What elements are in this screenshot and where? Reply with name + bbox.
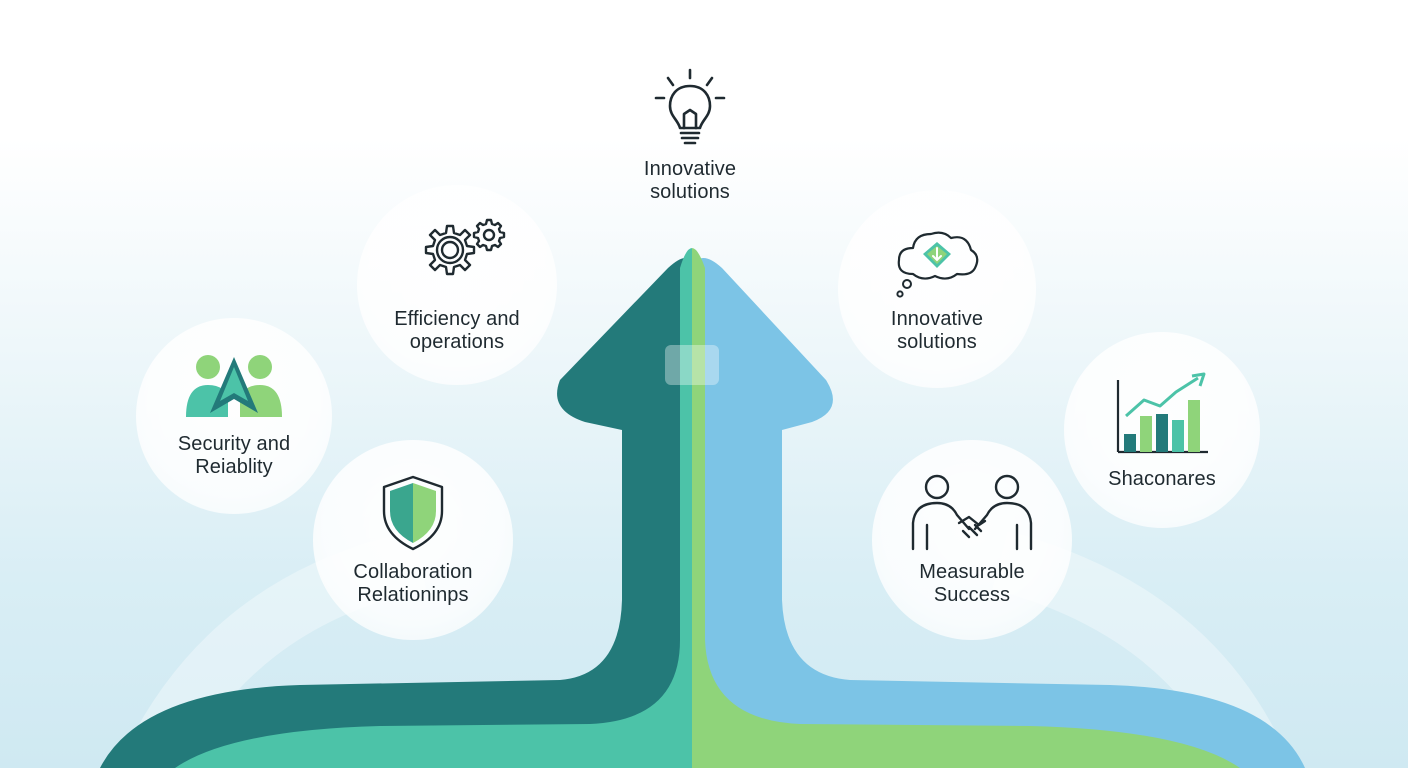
label-line: Measurable	[919, 561, 1025, 583]
node-security-reliability: Security and Reiablity	[136, 318, 332, 514]
label-line: Relationinps	[357, 584, 469, 606]
label-line: Collaboration	[353, 561, 473, 583]
label-line: solutions	[650, 181, 730, 203]
shield-icon	[382, 475, 444, 551]
node-efficiency-operations: Efficiency and operations	[357, 185, 557, 385]
handshake-icon	[911, 474, 1033, 551]
label-line: Innovative	[643, 158, 737, 180]
node-label: Collaboration Relationinps	[353, 561, 472, 607]
stream-green	[692, 248, 1240, 768]
label-line: Innovative	[890, 308, 984, 330]
label-line: Security and	[177, 433, 291, 455]
node-label: Efficiency and operations	[394, 308, 520, 354]
node-label: Shaconares	[1108, 468, 1216, 491]
node-label: Security and Reiablity	[178, 433, 290, 479]
label-line: solutions	[897, 331, 977, 353]
label-line: Shaconares	[1108, 467, 1216, 490]
node-label: Measurable Success	[919, 561, 1025, 607]
node-innovative-solutions-cloud: Innovative solutions	[838, 190, 1036, 388]
label-line: Success	[933, 584, 1011, 606]
node-measurable-success: Measurable Success	[872, 440, 1072, 640]
lightbulb-icon	[654, 68, 726, 145]
thought-cloud-icon	[896, 231, 979, 298]
bar-chart-growth-icon	[1116, 372, 1208, 453]
stream-highlight	[665, 345, 719, 385]
label-line: operations	[409, 331, 505, 353]
node-growth-chart: Shaconares	[1064, 332, 1260, 528]
label-line: Efficiency and	[394, 308, 520, 330]
gears-icon	[424, 218, 506, 276]
node-collaboration-relationships: Collaboration Relationinps	[313, 440, 513, 640]
stream-mid-teal	[175, 248, 692, 768]
label-line: Reiablity	[195, 456, 273, 478]
node-label: Innovative solutions	[891, 308, 983, 354]
node-label: Innovative solutions	[644, 158, 736, 204]
people-arrow-icon	[186, 355, 282, 417]
node-innovative-solutions-top: Innovative solutions	[600, 55, 780, 215]
